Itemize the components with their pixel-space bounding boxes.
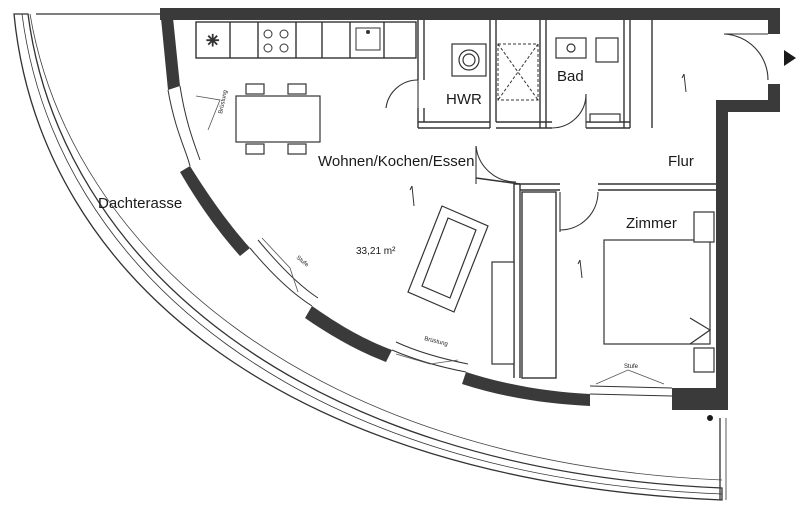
curved-facade [180,166,590,406]
dining-table [235,83,321,155]
room-label-living: Wohnen/Kochen/Essen [318,153,475,170]
direction-marks [409,73,687,279]
kitchen-appliances: ✳ [206,27,381,53]
room-label-bedroom: Zimmer [626,215,677,232]
room-label-terrace: Dachterasse [98,195,182,212]
room-label-bath: Bad [557,68,584,85]
annotation-railing-1: Brüstung [218,90,229,115]
room-area: 33,21 m² [356,246,396,257]
entry-arrow [784,50,796,66]
bed [603,211,715,373]
exterior-walls [160,8,780,410]
terrace-outline [13,13,727,501]
shower [497,43,539,101]
washing-machine [451,43,487,77]
doors [385,33,769,232]
drain-dot [707,415,713,421]
svg-text:✳: ✳ [206,33,219,50]
sofa [407,205,489,313]
sideboard [491,261,515,365]
annotation-step-1: Stufe [295,255,310,269]
room-label-hall: Flur [668,153,694,170]
annotation-railing-2: Brüstung [424,336,449,348]
terrace-rail [29,13,723,481]
terrace-doors [195,95,665,385]
room-label-utility: HWR [446,91,482,108]
bath-fixtures [555,37,621,123]
annotation-step-2: Stufe [624,364,639,370]
